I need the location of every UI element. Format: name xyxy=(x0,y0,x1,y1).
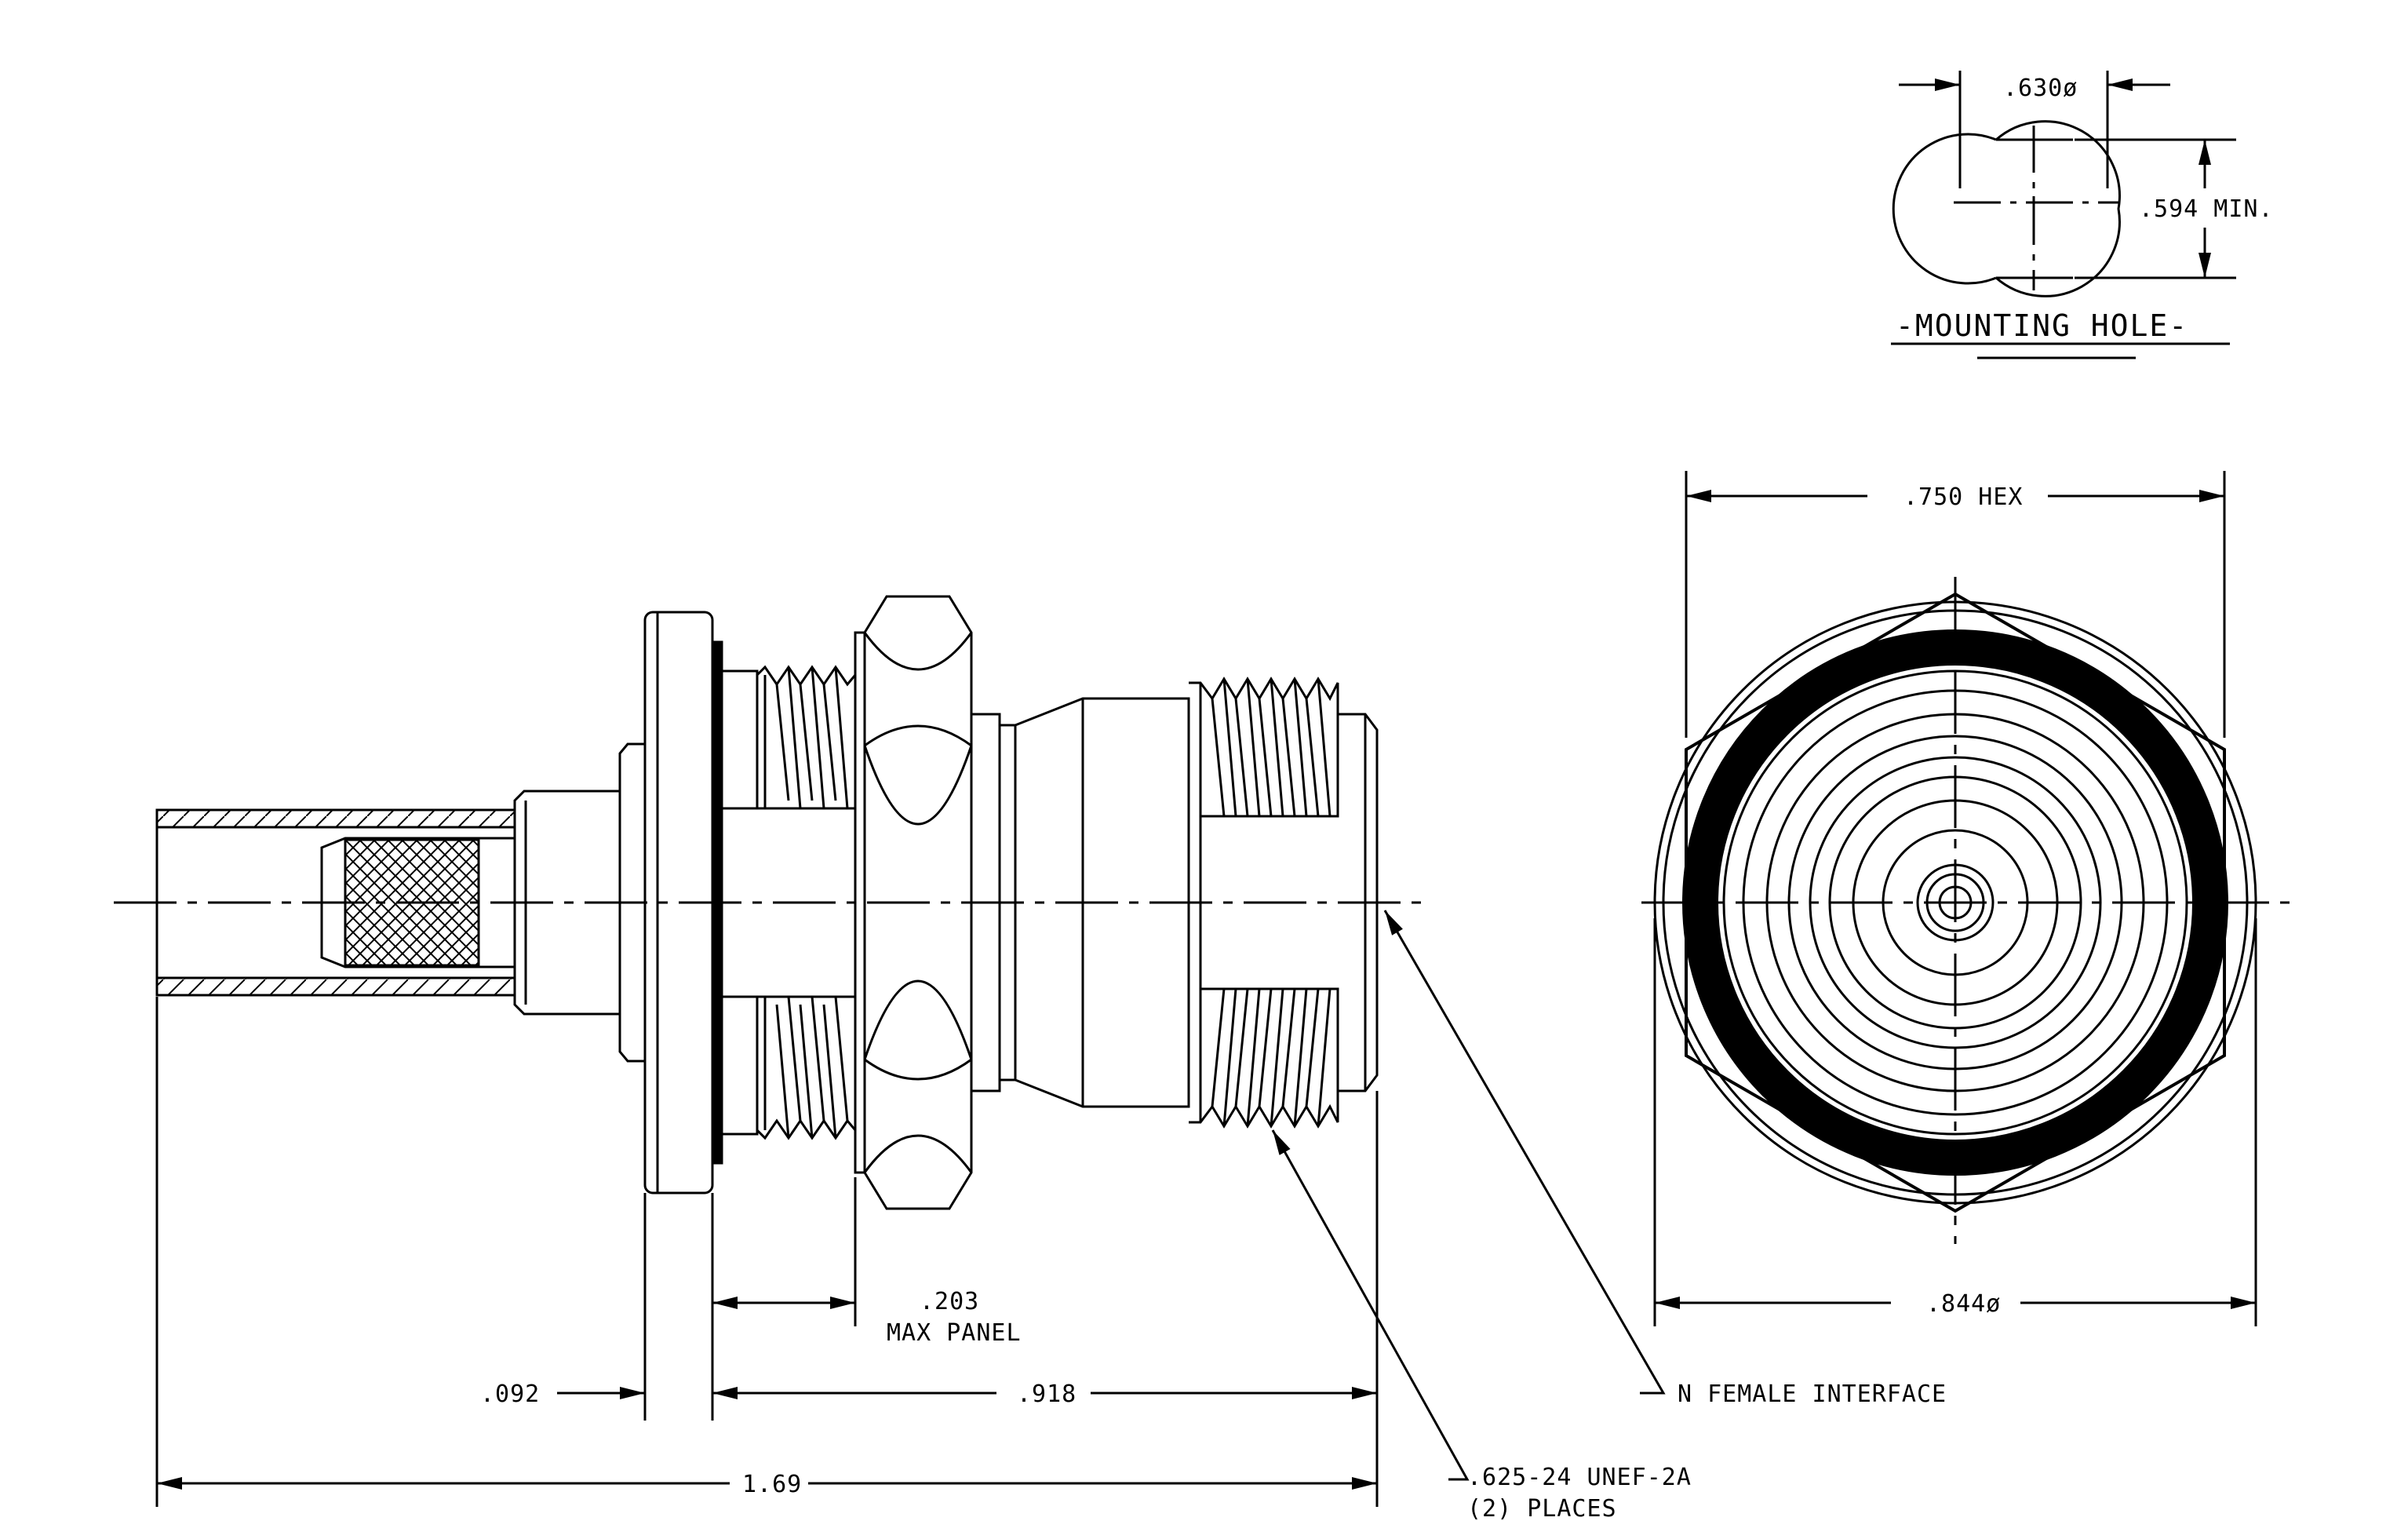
hex-nut-outline xyxy=(1685,592,2226,1213)
cable-jacket-top xyxy=(155,808,516,829)
mounting-hole-view xyxy=(1891,71,2236,359)
mounting-hole-dia-label: .630ø xyxy=(2003,75,2078,102)
overall-dim-label: 1.69 xyxy=(742,1471,802,1498)
mounting-hole-outline xyxy=(1892,133,1997,285)
mounting-hole-title: -MOUNTING HOLE- xyxy=(1896,308,2188,343)
mounting-hole-flat-label: .594 MIN. xyxy=(2139,195,2274,223)
body-dim-label: .918 xyxy=(1017,1381,1076,1408)
side-view xyxy=(114,595,1666,1507)
hex-dim-label: .750 HEX xyxy=(1903,483,2024,511)
panel-dim-label-2: MAX PANEL xyxy=(887,1319,1022,1347)
panel-dim-label: .203 xyxy=(920,1288,979,1315)
flange-dim-label: .092 xyxy=(480,1381,540,1408)
end-dia-label: .844ø xyxy=(1926,1290,2001,1318)
thread-callout-2: (2) PLACES xyxy=(1467,1495,1617,1521)
end-view xyxy=(1641,471,2291,1326)
thread-leader xyxy=(1271,1129,1470,1481)
interface-leader xyxy=(1383,910,1666,1395)
interface-callout: N FEMALE INTERFACE xyxy=(1678,1381,1947,1408)
cable-jacket-bottom xyxy=(155,976,516,997)
thread-callout-1: .625-24 UNEF-2A xyxy=(1467,1464,1692,1491)
